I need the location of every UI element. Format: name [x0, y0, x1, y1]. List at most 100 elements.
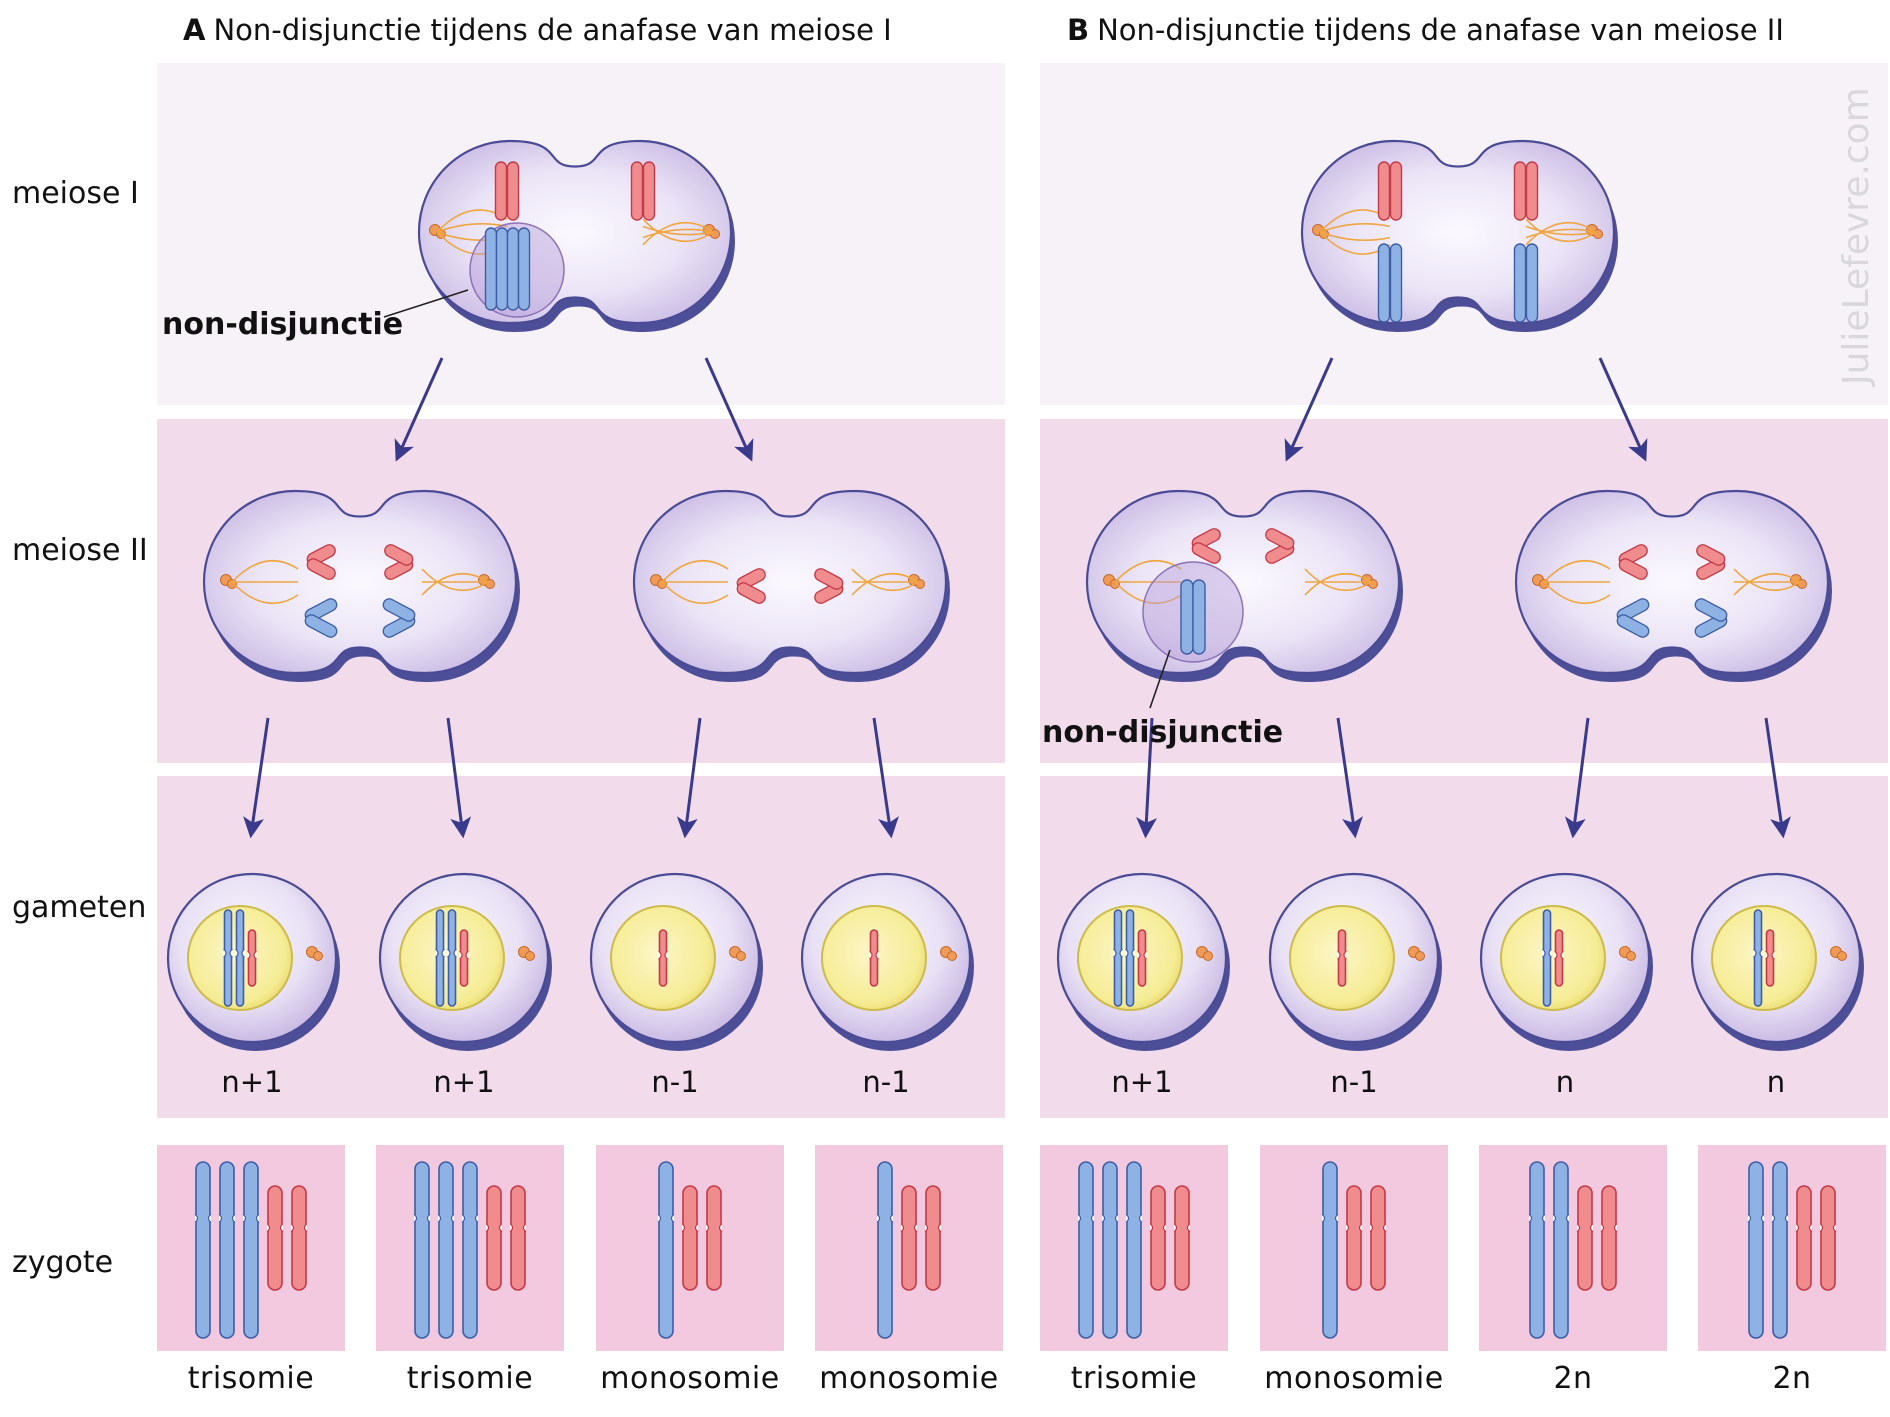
zygote-chromosome-blue: [218, 1161, 236, 1339]
zygote-chromosome-blue: [413, 1161, 431, 1339]
zygote-chromosome-red: [1819, 1185, 1837, 1291]
arrow-4: [1598, 357, 1648, 462]
row-label-meiose2: meiose II: [12, 533, 148, 568]
gamete-5: n+1: [1056, 872, 1230, 1099]
arrows: [243, 357, 1791, 839]
zygote-2: trisomie: [376, 1145, 564, 1396]
gamete-centrosome: [729, 946, 746, 961]
row-label-gameten: gameten: [12, 890, 146, 925]
gamete-4: n-1: [800, 872, 974, 1099]
gamete-chromosome-red: [1137, 929, 1147, 987]
meiose2-cell-a2-red-left: [736, 568, 766, 604]
meiose2-cell-a1-centrosome-left: [220, 574, 237, 589]
gamete-centrosome: [1196, 946, 1213, 961]
gamete-8: n: [1690, 872, 1864, 1099]
zygote-chromosome-red: [924, 1185, 942, 1291]
gamete-chromosome-blue: [1113, 909, 1123, 1007]
gamete-chromosome-red: [658, 929, 668, 987]
gamete-chromosome-red: [1554, 929, 1564, 987]
meiose2-cell-b1-red-right: [1265, 528, 1295, 564]
gamete-centrosome: [940, 946, 957, 961]
zygote-label: trisomie: [1071, 1361, 1197, 1396]
meiose2-cell-a2-red-right: [814, 568, 844, 604]
meiose2-cell-b1-red-left: [1191, 528, 1221, 564]
gamete-chromosome-blue: [223, 909, 233, 1007]
zygote-6: monosomie: [1260, 1145, 1448, 1396]
zygote-chromosome-red: [1576, 1185, 1594, 1291]
zygote-chromosome-blue: [194, 1161, 212, 1339]
gamete-ploidy-label: n: [1767, 1065, 1785, 1099]
meiose2-cell-b1-centrosome-left: [1103, 574, 1120, 589]
zygote-chromosome-blue: [1552, 1161, 1570, 1339]
zygote-label: monosomie: [1264, 1361, 1443, 1396]
arrow-11: [1564, 717, 1590, 839]
gamete-chromosome-red: [247, 929, 257, 987]
meiose1-cell-b-red-chromatid-2: [1389, 161, 1403, 221]
zygote-label: trisomie: [188, 1361, 314, 1396]
meiose1-cell-a-red-chromatid-3: [630, 161, 644, 221]
zygote-box: [1479, 1145, 1667, 1351]
zygote-chromosome-red: [1345, 1185, 1363, 1291]
zygote-chromosome-red: [485, 1185, 503, 1291]
meiose1-cell-b-red-chromatid-3: [1513, 161, 1527, 221]
meiose1-cell-a-red-chromatid-1: [494, 161, 508, 221]
meiose2-cell-a1-red-right: [384, 544, 414, 580]
gamete-chromosome-red: [869, 929, 879, 987]
meiose2-cell-a1: [202, 489, 520, 682]
zygote-chromosome-red: [1369, 1185, 1387, 1291]
row-label-zygote: zygote: [12, 1245, 113, 1280]
gamete-ploidy-label: n-1: [862, 1065, 909, 1099]
callout-b: non-disjunctie: [1042, 649, 1283, 750]
meiose1-cell-a-blue-chromatid-4: [517, 227, 531, 311]
gamete-6: n-1: [1268, 872, 1442, 1099]
gamete-chromosome-blue: [235, 909, 245, 1007]
gamete-ploidy-label: n+1: [221, 1065, 282, 1099]
zygotes: trisomie trisomie monosomie monosomie trisom…: [157, 1145, 1886, 1396]
zygote-chromosome-red: [266, 1185, 284, 1291]
gamete-chromosome-blue: [1542, 909, 1552, 1007]
arrow-7: [676, 717, 702, 839]
meiose2-cell-b2-blue-left: [1616, 598, 1650, 638]
meiose2-cell-b2-blue-right: [1694, 598, 1728, 638]
zygote-label: trisomie: [407, 1361, 533, 1396]
meiose2-cell-b2-red-left: [1618, 544, 1648, 580]
zygote-chromosome-red: [900, 1185, 918, 1291]
zygote-chromosome-red: [705, 1185, 723, 1291]
nucleus: [1500, 905, 1606, 1011]
zygote-1: trisomie: [157, 1145, 345, 1396]
zygote-chromosome-red: [1600, 1185, 1618, 1291]
meiose1-cell-b-blue-chromatid-3: [1513, 243, 1527, 323]
zygote-chromosome-red: [1173, 1185, 1191, 1291]
zygote-7: 2n: [1479, 1145, 1667, 1396]
callout-a-label: non-disjunctie: [162, 307, 403, 342]
gamete-ploidy-label: n-1: [1330, 1065, 1377, 1099]
zygote-3: monosomie: [596, 1145, 784, 1396]
arrow-8: [872, 717, 899, 839]
dividing-cells: [202, 139, 1832, 682]
zygote-chromosome-blue: [1528, 1161, 1546, 1339]
meiose2-cell-b1-blue-chromatid-2: [1192, 579, 1206, 655]
zygote-8: 2n: [1698, 1145, 1886, 1396]
zygote-chromosome-blue: [1125, 1161, 1143, 1339]
meiose1-cell-b: [1300, 139, 1618, 332]
gamete-centrosome: [1408, 946, 1425, 961]
meiose1-cell-a-red-chromatid-2: [506, 161, 520, 221]
zygote-box: [1698, 1145, 1886, 1351]
gamete-2: n+1: [378, 872, 552, 1099]
meiose2-cell-b1: [1085, 489, 1403, 682]
row-label-meiose1: meiose I: [12, 176, 139, 211]
zygote-chromosome-blue: [437, 1161, 455, 1339]
meiose2-cell-b2: [1514, 489, 1832, 682]
zygote-label: monosomie: [600, 1361, 779, 1396]
zygote-chromosome-blue: [657, 1161, 675, 1339]
zygote-chromosome-blue: [1101, 1161, 1119, 1339]
gamete-ploidy-label: n: [1556, 1065, 1574, 1099]
gamete-chromosome-blue: [1753, 909, 1763, 1007]
gamete-centrosome: [306, 946, 323, 961]
gamete-chromosome-red: [1337, 929, 1347, 987]
meiose2-cell-a2: [632, 489, 950, 682]
zygote-chromosome-blue: [876, 1161, 894, 1339]
meiose1-cell-a-blue-chromatid-2: [495, 227, 509, 311]
